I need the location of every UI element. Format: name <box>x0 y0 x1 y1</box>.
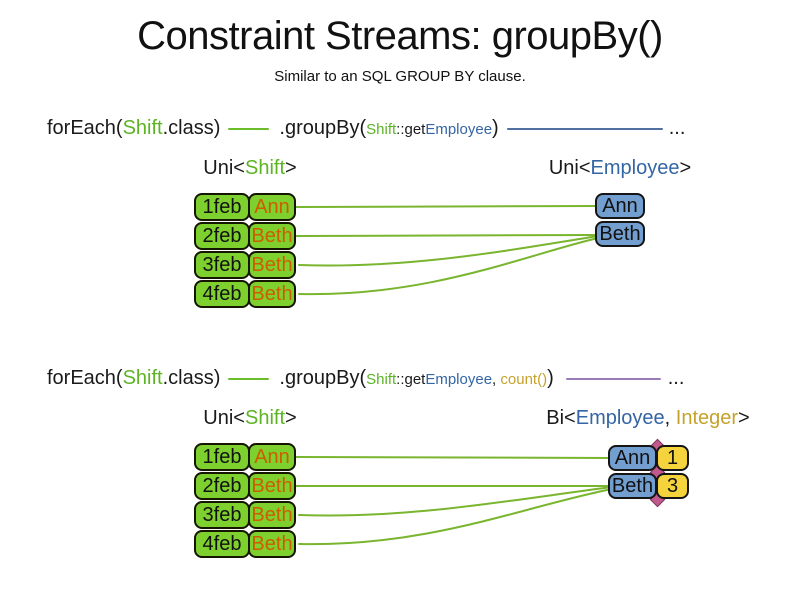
employee-groups-1: Ann Beth <box>595 193 645 249</box>
code2-groupby: .groupBy( <box>279 367 367 389</box>
table-row: 1feb Ann <box>194 443 296 471</box>
employee-box: Ann <box>608 445 657 471</box>
table-row: 3feb Beth <box>194 501 296 529</box>
uni-shift-label-2: Uni<Shift> <box>203 407 296 430</box>
table-row: 3feb Beth <box>194 251 296 279</box>
bi-prefix: Bi< <box>546 407 576 429</box>
blue-connector-dash-1 <box>506 127 663 130</box>
employee-box: Beth <box>595 221 645 247</box>
shift-date-cell: 3feb <box>194 501 250 529</box>
table-row: 4feb Beth <box>194 530 296 558</box>
shift-employee-cell: Ann <box>248 443 296 471</box>
code1-foreach: forEach( <box>47 117 123 139</box>
connector-2feb-beth <box>295 234 601 237</box>
shift-date-cell: 2feb <box>194 472 250 500</box>
table-row: 2feb Beth <box>194 222 296 250</box>
connector2-1feb-ann <box>295 456 615 459</box>
shift-employee-cell: Beth <box>248 472 296 500</box>
uni-employee-suffix: > <box>679 157 692 179</box>
shift-employee-cell: Beth <box>248 530 296 558</box>
code2-param-accessor: ::get <box>396 371 426 388</box>
code2-comma: , <box>492 371 501 388</box>
code-line-2: forEach(Shift.class) .groupBy(Shift::get… <box>47 367 684 390</box>
code-line-1: forEach(Shift.class) .groupBy(Shift::get… <box>47 117 685 140</box>
bi-employee-integer-label: Bi<Employee, Integer> <box>546 407 749 430</box>
uni-shift-type-1: Shift <box>244 157 286 179</box>
shift-employee-cell: Beth <box>248 280 296 308</box>
code2-close-paren: ) <box>547 367 554 389</box>
employee-box: Ann <box>595 193 645 219</box>
shift-employee-cell: Beth <box>248 501 296 529</box>
page-title: Constraint Streams: groupBy() <box>137 14 663 58</box>
code2-shift-class: Shift <box>122 367 163 389</box>
table-row: 1feb Ann <box>194 193 296 221</box>
connector-1feb-ann <box>295 205 601 208</box>
bi-type-employee: Employee <box>575 407 665 429</box>
code2-ellipsis: ... <box>667 367 685 389</box>
connector-3feb-beth <box>298 235 599 267</box>
uni-shift-suffix-2: > <box>285 407 297 429</box>
code1-ellipsis: ... <box>668 117 686 139</box>
uni-employee-label: Uni<Employee> <box>549 157 691 180</box>
code2-param-type: Employee <box>425 371 493 388</box>
code1-param-type: Employee <box>425 121 493 138</box>
purple-connector-dash-2 <box>565 377 661 380</box>
count-box: 3 <box>656 473 689 499</box>
shift-table-2: 1feb Ann 2feb Beth 3feb Beth 4feb Beth <box>194 443 296 559</box>
uni-shift-label-1: Uni<Shift> <box>203 157 296 180</box>
shift-table-1: 1feb Ann 2feb Beth 3feb Beth 4feb Beth <box>194 193 296 309</box>
shift-employee-cell: Beth <box>248 251 296 279</box>
code2-class: .class) <box>162 367 221 389</box>
connector2-3feb-beth <box>298 486 613 517</box>
shift-date-cell: 2feb <box>194 222 250 250</box>
shift-employee-cell: Beth <box>248 222 296 250</box>
connector2-4feb-beth <box>298 488 613 546</box>
table-row: 4feb Beth <box>194 280 296 308</box>
count-box: 1 <box>656 445 689 471</box>
uni-employee-prefix: Uni< <box>548 157 591 179</box>
code1-shift-class: Shift <box>122 117 163 139</box>
green-connector-dash-2 <box>228 377 270 380</box>
uni-shift-type-2: Shift <box>244 407 286 429</box>
connector-4feb-beth <box>298 237 599 296</box>
code1-param-class: Shift <box>366 121 397 138</box>
code1-close-paren: ) <box>492 117 499 139</box>
shift-date-cell: 1feb <box>194 443 250 471</box>
uni-shift-suffix-1: > <box>285 157 297 179</box>
group-row: Ann <box>595 193 645 219</box>
code2-foreach: forEach( <box>47 367 123 389</box>
bi-suffix: > <box>738 407 750 429</box>
code1-param-accessor: ::get <box>396 121 426 138</box>
group-row: Beth <box>595 221 645 247</box>
shift-date-cell: 3feb <box>194 251 250 279</box>
bi-comma: , <box>664 407 676 429</box>
employee-count-groups: Ann 1 Beth 3 <box>608 445 689 501</box>
bi-type-integer: Integer <box>675 407 739 429</box>
uni-shift-prefix-1: Uni< <box>203 157 245 179</box>
group-row: Beth 3 <box>608 473 689 499</box>
shift-date-cell: 1feb <box>194 193 250 221</box>
uni-employee-type: Employee <box>590 157 680 179</box>
employee-box: Beth <box>608 473 657 499</box>
shift-date-cell: 4feb <box>194 280 250 308</box>
page-subtitle: Similar to an SQL GROUP BY clause. <box>274 68 526 85</box>
table-row: 2feb Beth <box>194 472 296 500</box>
code1-groupby: .groupBy( <box>279 117 367 139</box>
uni-shift-prefix-2: Uni< <box>203 407 245 429</box>
green-connector-dash-1 <box>228 127 270 130</box>
shift-employee-cell: Ann <box>248 193 296 221</box>
code2-count: count() <box>500 371 548 388</box>
shift-date-cell: 4feb <box>194 530 250 558</box>
code1-class: .class) <box>162 117 221 139</box>
group-row: Ann 1 <box>608 445 689 471</box>
code2-param-class: Shift <box>366 371 397 388</box>
